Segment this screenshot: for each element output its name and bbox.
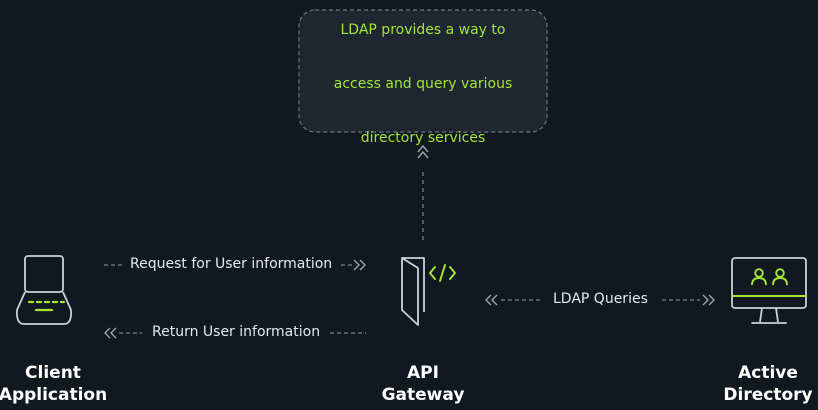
ldap-queries-arrow bbox=[485, 294, 715, 306]
note-text: LDAP provides a way to access and query … bbox=[299, 10, 547, 146]
return-arrow bbox=[104, 327, 366, 339]
double-chevron-up-icon bbox=[417, 144, 429, 159]
request-label: Request for User information bbox=[130, 256, 333, 272]
note-line: directory services bbox=[360, 130, 486, 146]
note-line: access and query various bbox=[333, 76, 513, 92]
client-application-label: Client Application bbox=[0, 363, 108, 405]
note-line: LDAP provides a way to bbox=[340, 22, 506, 38]
laptop-icon bbox=[15, 255, 73, 325]
api-gateway-label: API Gateway bbox=[381, 363, 465, 405]
return-label: Return User information bbox=[152, 324, 321, 340]
request-arrow bbox=[104, 259, 366, 271]
api-gateway-icon bbox=[401, 257, 456, 326]
note-box bbox=[298, 9, 548, 133]
double-chevron-left-icon bbox=[104, 327, 117, 339]
user-icon bbox=[751, 268, 767, 286]
ldap-queries-label: LDAP Queries bbox=[553, 291, 648, 307]
user-icon bbox=[772, 268, 788, 286]
monitor-users-icon bbox=[731, 257, 807, 324]
double-chevron-right-icon bbox=[353, 259, 366, 271]
double-chevron-left-icon bbox=[485, 294, 498, 306]
double-chevron-right-icon bbox=[702, 294, 715, 306]
active-directory-label: Active Directory bbox=[723, 363, 813, 405]
